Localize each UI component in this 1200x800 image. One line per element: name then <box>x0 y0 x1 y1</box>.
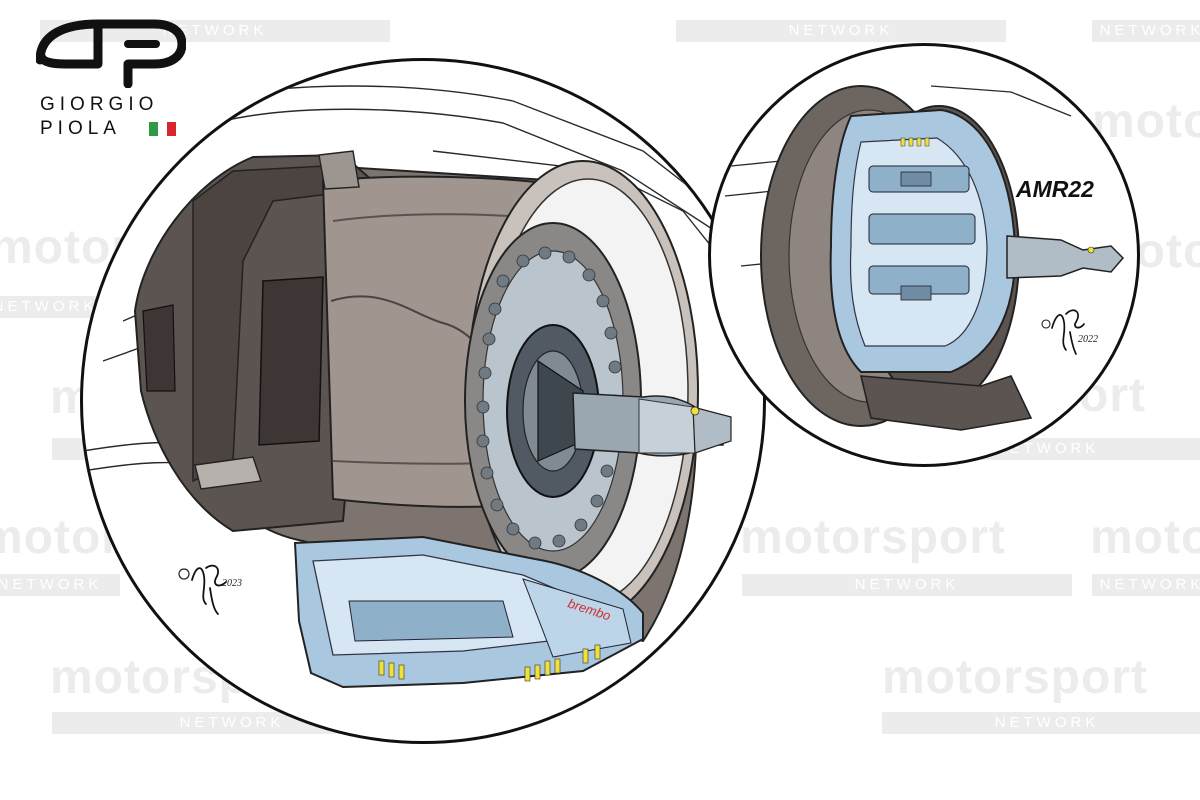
amr22-caliper-inset <box>708 43 1140 467</box>
watermark-network-bar: NETWORK <box>0 296 110 318</box>
watermark-network-bar: NETWORK <box>0 574 120 596</box>
artist-signature-main: 2023 <box>176 558 246 618</box>
watermark-network-bar: NETWORK <box>882 712 1200 734</box>
logo-last-name: PIOLA <box>40 118 121 139</box>
watermark-network-bar: NETWORK <box>1092 20 1200 42</box>
brake-drum-body <box>133 150 732 643</box>
watermark-word: motorsport <box>882 651 1148 704</box>
signature-year: 2022 <box>1078 334 1098 345</box>
giorgio-piola-logo: GIORGIO PIOLA <box>36 18 186 148</box>
logo-first-name: GIORGIO <box>40 94 159 115</box>
brake-drum-illustration: brembo <box>80 58 766 744</box>
watermark-network-bar: NETWORK <box>742 574 1072 596</box>
signature-year: 2023 <box>222 578 242 589</box>
gp-monogram-icon <box>36 19 186 88</box>
watermark-word: motorsport <box>1090 511 1200 564</box>
italy-flag-icon <box>149 122 176 136</box>
watermark-word: motorsport <box>740 511 1006 564</box>
artist-signature-inset: 2022 <box>1040 298 1104 358</box>
brake-caliper: brembo <box>293 535 644 689</box>
watermark-word: motorsport <box>1092 95 1200 148</box>
watermark-network-bar: NETWORK <box>676 20 1006 42</box>
watermark-network-bar: NETWORK <box>1092 574 1200 596</box>
signature-scribble-icon <box>178 564 227 615</box>
amr22-label: AMR22 <box>1016 176 1094 202</box>
signature-scribble-icon <box>1041 309 1085 355</box>
